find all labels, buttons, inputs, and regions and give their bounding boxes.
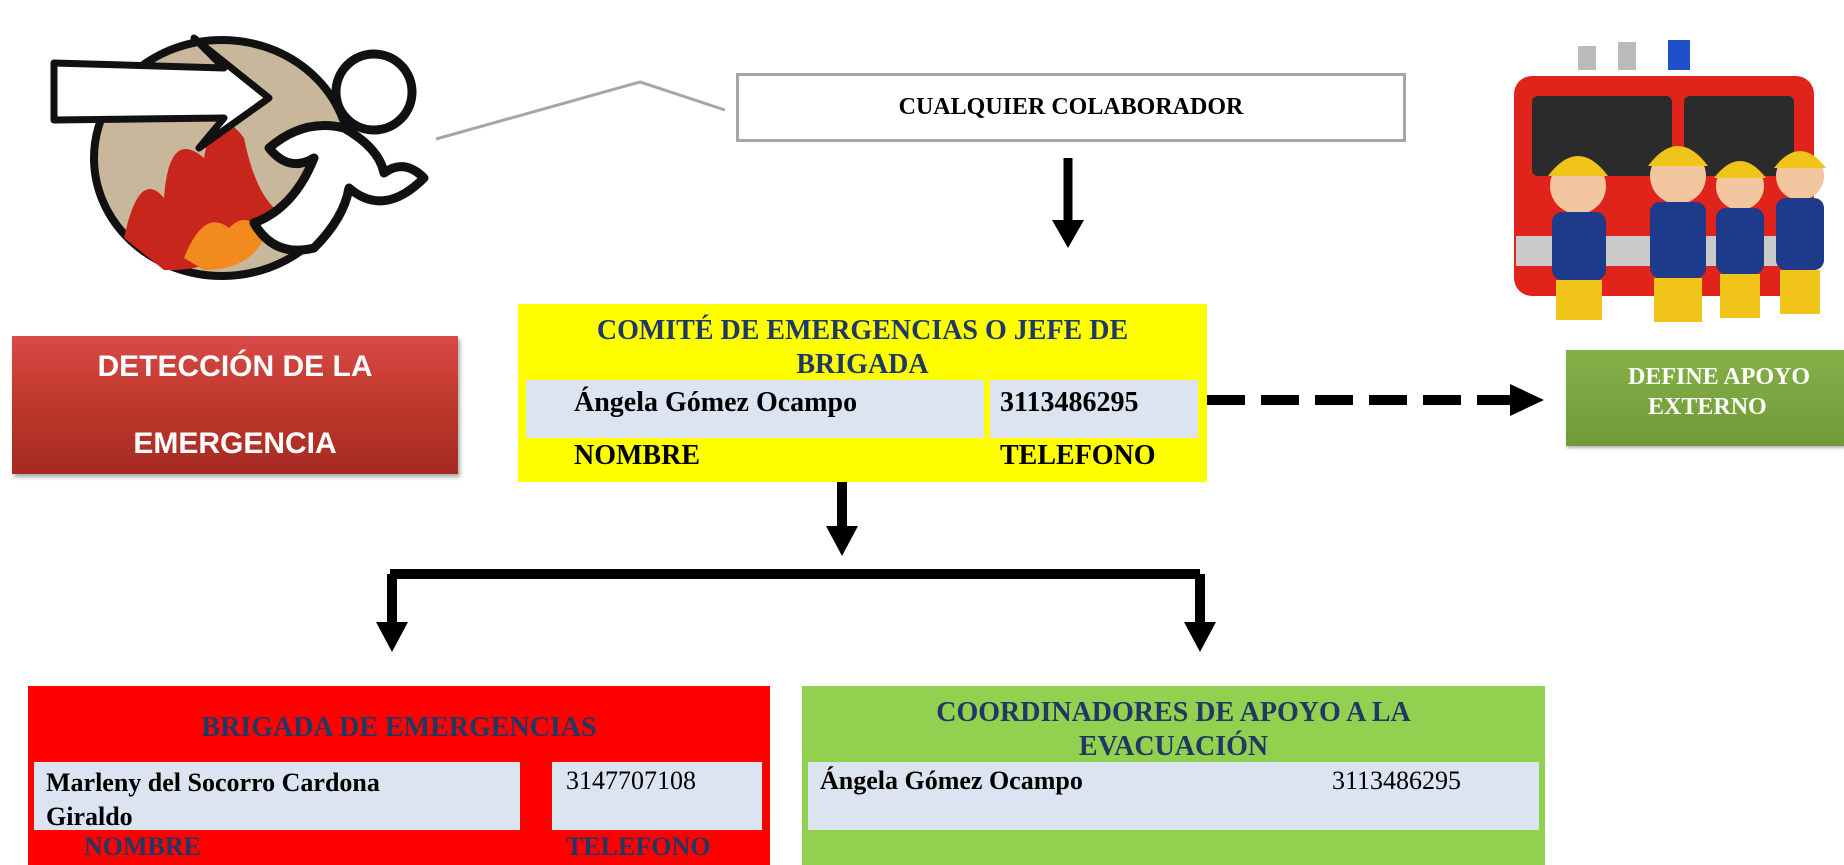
brigade-phone-label: TELEFONO [566,832,711,861]
committee-name-cell: Ángela Gómez Ocampo [526,380,984,438]
detection-box: DETECCIÓN DE LA EMERGENCIA [12,336,458,474]
brigade-phone-cell: 3147707108 [552,762,762,830]
committee-name-label: NOMBRE [574,440,700,471]
coordinators-name: Ángela Gómez Ocampo [820,766,1083,795]
committee-title: COMITÉ DE EMERGENCIAS O JEFE DE BRIGADA [596,315,1129,380]
brigade-title: BRIGADA DE EMERGENCIAS [201,712,597,743]
committee-name: Ángela Gómez Ocampo [574,387,858,418]
collaborator-label: CUALQUIER COLABORADOR [898,94,1244,120]
committee-box: COMITÉ DE EMERGENCIAS O JEFE DE BRIGADA … [518,304,1207,482]
collaborator-box: CUALQUIER COLABORADOR [736,73,1406,142]
external-line1: DEFINE APOYO [1628,364,1811,390]
brigade-name-label: NOMBRE [84,832,201,861]
coordinators-title: COORDINADORES DE APOYO A LA EVACUACIÓN [936,697,1411,762]
callout-line [435,80,726,141]
coordinators-phone-cell: 3113486295 [1294,762,1539,830]
external-line2: EXTERNO [1648,394,1767,420]
detection-line2: EMERGENCIA [133,427,337,460]
committee-phone: 3113486295 [1000,387,1139,418]
coordinators-name-cell: Ángela Gómez Ocampo [808,762,1294,830]
firefighters-truck-icon [1514,40,1826,322]
running-person-fire-icon [50,34,429,280]
brigade-name-cell: Marleny del Socorro Cardona Giraldo [34,762,520,831]
external-support-box: DEFINE APOYO EXTERNO [1566,350,1844,446]
detection-line1: DETECCIÓN DE LA [97,350,373,383]
brigade-name: Marleny del Socorro Cardona Giraldo [46,768,380,831]
brigade-box: BRIGADA DE EMERGENCIAS Marleny del Socor… [28,686,770,865]
brigade-phone: 3147707108 [566,766,696,795]
coordinators-box: COORDINADORES DE APOYO A LA EVACUACIÓN Á… [802,686,1545,865]
committee-phone-label: TELEFONO [1000,440,1156,471]
coordinators-phone: 3113486295 [1332,766,1462,795]
committee-phone-cell: 3113486295 [990,380,1198,438]
